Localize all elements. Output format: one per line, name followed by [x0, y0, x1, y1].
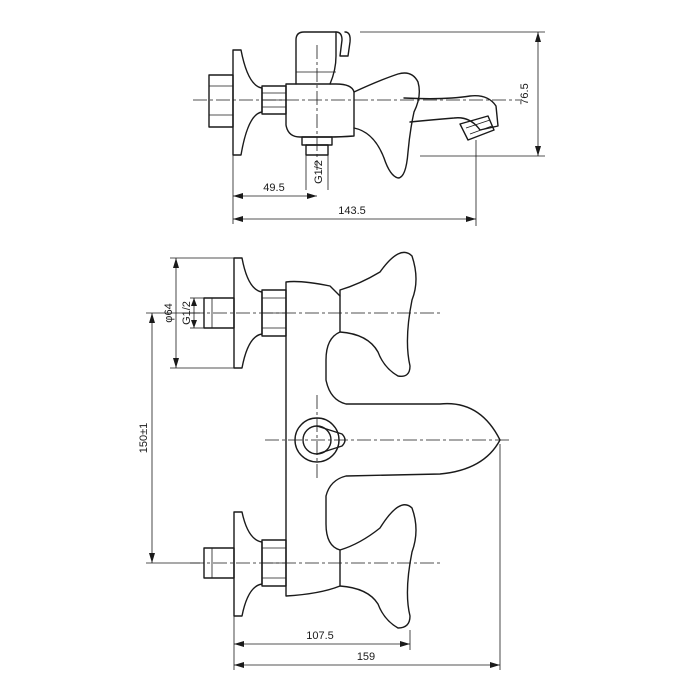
- top-outlet-thread: [305, 144, 329, 156]
- top-view: 76.5 G1/2 49.5 143.5: [193, 31, 545, 226]
- top-spout: [403, 95, 499, 131]
- front-lower-flange: [233, 511, 263, 617]
- front-spout-offset-label: 107.5: [306, 630, 334, 642]
- front-diverter-outer-ring: [294, 417, 340, 463]
- top-height-label: 76.5: [519, 83, 531, 104]
- top-lever-handle: [353, 72, 421, 179]
- front-body: [285, 280, 501, 597]
- top-wall-flange: [232, 49, 263, 156]
- front-lower-lever: [339, 504, 417, 629]
- front-lower-inlet: [203, 511, 287, 617]
- top-overall-width-label: 143.5: [338, 205, 366, 217]
- top-body: [285, 83, 355, 138]
- top-inlet-stub: [208, 74, 234, 128]
- top-aerator: [459, 115, 495, 141]
- top-offset-label: 49.5: [263, 182, 284, 194]
- top-thread-label: G1/2: [313, 160, 325, 184]
- top-diverter-knob: [295, 31, 351, 85]
- front-view: φ64 G1/2 150±1 107.5 159: [138, 251, 510, 670]
- front-center-distance-label: 150±1: [138, 423, 150, 454]
- front-upper-lever: [339, 251, 417, 377]
- front-overall-width-label: 159: [357, 651, 375, 663]
- front-diverter-tab: [316, 425, 346, 455]
